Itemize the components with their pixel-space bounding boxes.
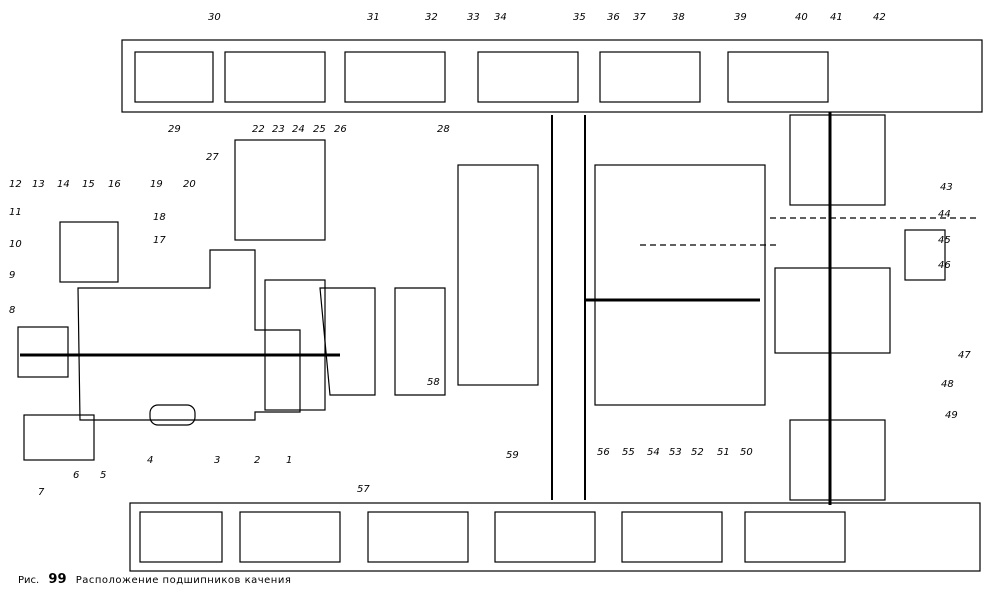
callout-label: 50 bbox=[740, 447, 753, 458]
figure-number: 99 bbox=[48, 572, 67, 587]
callout-label: 2 bbox=[254, 455, 260, 466]
callout-label: 55 bbox=[622, 447, 635, 458]
figure-caption: Рис. 99 Расположение подшипников качения bbox=[18, 572, 291, 587]
callout-label: 56 bbox=[597, 447, 610, 458]
callout-label: 36 bbox=[607, 12, 620, 23]
gearbox-left bbox=[234, 139, 326, 241]
callout-label: 41 bbox=[830, 12, 843, 23]
callout-label: 15 bbox=[82, 179, 95, 190]
gearbox-left-lower bbox=[264, 279, 326, 411]
callout-label: 47 bbox=[958, 350, 971, 361]
brake-box bbox=[904, 229, 946, 281]
callout-label: 5 bbox=[100, 470, 106, 481]
gearbox-right bbox=[594, 164, 766, 406]
front-housing-left bbox=[17, 326, 69, 378]
right-mid-housing bbox=[774, 267, 891, 354]
callout-label: 1 bbox=[286, 455, 292, 466]
transfer-housing-2 bbox=[394, 287, 446, 396]
front-housing-upper bbox=[59, 221, 119, 283]
callout-label: 52 bbox=[691, 447, 704, 458]
callout-label: 45 bbox=[938, 235, 951, 246]
transfer-housing-1 bbox=[319, 287, 376, 396]
callout-label: 51 bbox=[717, 447, 730, 458]
callout-label: 40 bbox=[795, 12, 808, 23]
callout-label: 9 bbox=[9, 270, 15, 281]
callout-label: 54 bbox=[647, 447, 660, 458]
callout-label: 28 bbox=[437, 124, 450, 135]
upper-road-wheels bbox=[134, 51, 829, 103]
callout-label: 18 bbox=[153, 212, 166, 223]
callout-label: 34 bbox=[494, 12, 507, 23]
callout-label: 22 bbox=[252, 124, 265, 135]
callout-label: 4 bbox=[147, 455, 153, 466]
callout-label: 29 bbox=[168, 124, 181, 135]
callout-label: 39 bbox=[734, 12, 747, 23]
callout-label: 14 bbox=[57, 179, 70, 190]
transfer-box bbox=[457, 164, 539, 386]
drivetrain-schematic bbox=[17, 39, 983, 572]
callout-label: 19 bbox=[150, 179, 163, 190]
callout-label: 25 bbox=[313, 124, 326, 135]
callout-label: 12 bbox=[9, 179, 22, 190]
callout-label: 43 bbox=[940, 182, 953, 193]
callout-label: 3 bbox=[214, 455, 220, 466]
engine-housing bbox=[77, 249, 301, 421]
callout-label: 24 bbox=[292, 124, 305, 135]
callout-label: 33 bbox=[467, 12, 480, 23]
callout-label: 32 bbox=[425, 12, 438, 23]
lower-road-wheels bbox=[139, 511, 846, 563]
front-housing-lower bbox=[23, 414, 95, 461]
callout-label: 20 bbox=[183, 179, 196, 190]
callout-label: 48 bbox=[941, 379, 954, 390]
lower-track-frame bbox=[129, 502, 981, 572]
callout-label: 46 bbox=[938, 260, 951, 271]
upper-track-frame bbox=[121, 39, 983, 113]
callout-label: 13 bbox=[32, 179, 45, 190]
callout-label: 59 bbox=[506, 450, 519, 461]
callout-label: 26 bbox=[334, 124, 347, 135]
right-lower-housing bbox=[789, 419, 886, 501]
callout-label: 58 bbox=[427, 377, 440, 388]
callout-label: 17 bbox=[153, 235, 166, 246]
callout-label: 27 bbox=[206, 152, 219, 163]
figure-prefix: Рис. bbox=[18, 575, 40, 586]
callout-label: 42 bbox=[873, 12, 886, 23]
callout-label: 10 bbox=[9, 239, 22, 250]
callout-label: 30 bbox=[208, 12, 221, 23]
callout-label: 37 bbox=[633, 12, 646, 23]
callout-label: 53 bbox=[669, 447, 682, 458]
right-upper-housing bbox=[789, 114, 886, 206]
callout-label: 11 bbox=[9, 207, 22, 218]
callout-label: 6 bbox=[73, 470, 79, 481]
callout-label: 44 bbox=[938, 209, 951, 220]
callout-label: 7 bbox=[38, 487, 45, 498]
callout-label: 8 bbox=[9, 305, 15, 316]
callout-label: 23 bbox=[272, 124, 285, 135]
callout-label: 31 bbox=[367, 12, 380, 23]
callout-label: 49 bbox=[945, 410, 958, 421]
callout-label: 57 bbox=[357, 484, 370, 495]
callout-label: 35 bbox=[573, 12, 586, 23]
callout-label: 16 bbox=[108, 179, 121, 190]
oil-cooler bbox=[149, 404, 196, 426]
callout-label: 38 bbox=[672, 12, 685, 23]
figure-title: Расположение подшипников качения bbox=[75, 575, 292, 586]
